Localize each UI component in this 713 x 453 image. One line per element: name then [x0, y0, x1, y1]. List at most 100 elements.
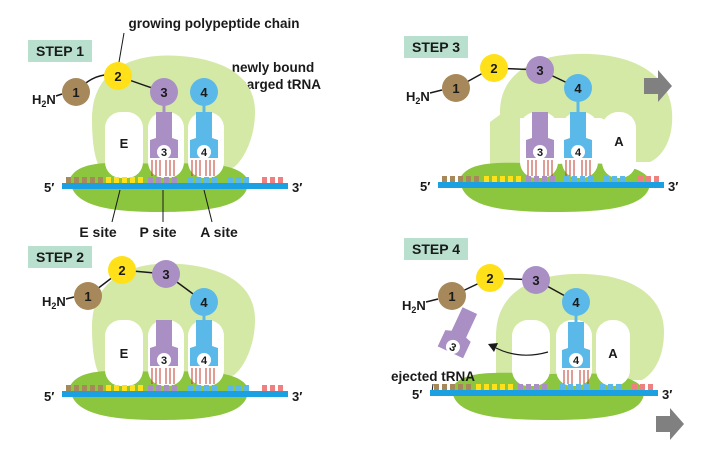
- a-site-letter: A: [614, 134, 624, 149]
- mrna-five-prime: 5′: [44, 389, 54, 404]
- codon-pairing-lines: [563, 370, 589, 384]
- amino-acid-3-number: 3: [532, 273, 539, 288]
- amino-acid-4: [190, 288, 218, 316]
- amino-acid-1-number: 1: [84, 289, 91, 304]
- step4-label: STEP 4: [412, 241, 460, 257]
- nterm-bond: [55, 93, 63, 97]
- peptide-bonds: [87, 269, 205, 303]
- step2-box: [28, 246, 92, 268]
- codon-pairing-lines: [527, 160, 591, 176]
- amino-terminus: H2N: [32, 92, 56, 109]
- amino-acid-2: [480, 54, 508, 82]
- a-site-pointer: [203, 189, 213, 223]
- mrna-strand: [438, 182, 664, 188]
- amino-terminus: H2N: [42, 294, 66, 311]
- e-site-pocket: [512, 320, 550, 386]
- e-trna-badge: [533, 145, 547, 159]
- p-site-label: P site: [139, 224, 176, 240]
- amino-acid-2: [104, 62, 132, 90]
- p-site-trna: [564, 112, 592, 158]
- amino-acid-2: [108, 256, 136, 284]
- p-site-trna: [150, 112, 178, 158]
- a-site-pocket: [596, 320, 630, 386]
- e-site-pocket: [105, 112, 143, 178]
- newly-bound-label-2: charged tRNA: [231, 77, 321, 92]
- mrna-three-prime: 3′: [662, 387, 672, 402]
- step2-label: STEP 2: [36, 249, 84, 265]
- translocation-arrow-icon: [644, 70, 672, 102]
- a-site-letter: A: [608, 346, 618, 361]
- a-trna-number: 4: [201, 355, 208, 367]
- newly-bound-label-1: newly bound: [232, 60, 315, 75]
- p-trna-number: 4: [573, 355, 580, 367]
- mrna-codons: [66, 177, 283, 183]
- mrna-codons: [66, 385, 283, 391]
- e-trna-number: 3: [537, 147, 543, 159]
- mrna-codons: [434, 384, 653, 390]
- step3-label: STEP 3: [412, 39, 460, 55]
- mrna-five-prime: 5′: [412, 387, 422, 402]
- amino-acid-4: [562, 288, 590, 316]
- mrna-three-prime: 3′: [292, 180, 302, 195]
- p-trna-badge: [157, 353, 171, 367]
- p-trna-number: 3: [161, 147, 167, 159]
- codon-pairing-lines: [151, 160, 215, 176]
- amino-acid-2-number: 2: [490, 61, 497, 76]
- amino-acid-4: [190, 78, 218, 106]
- codon-pairing-lines: [151, 368, 215, 384]
- amino-acid-4-number: 4: [572, 295, 580, 310]
- amino-acid-2-number: 2: [114, 69, 121, 84]
- amino-acid-3: [150, 78, 178, 106]
- mrna-codons: [442, 176, 659, 182]
- ejected-trna: 3: [437, 307, 478, 359]
- growing-chain-label: growing polypeptide chain: [128, 16, 299, 31]
- a-trna-number: 4: [201, 147, 208, 159]
- a-trna-badge: [197, 145, 211, 159]
- amino-acid-3-number: 3: [536, 63, 543, 78]
- e-site-label: E site: [79, 224, 117, 240]
- amino-acid-2-number: 2: [486, 271, 493, 286]
- step3-panel: STEP 3 A 3 4 5′ 3: [404, 36, 678, 212]
- mrna-three-prime: 3′: [668, 179, 678, 194]
- step4-panel: STEP 4 A 4 3 ejected tRNA: [391, 238, 684, 440]
- amino-acid-3: [522, 266, 550, 294]
- e-site-letter: E: [120, 136, 129, 151]
- amino-acid-1-number: 1: [72, 85, 79, 100]
- p-site-trna: [150, 320, 178, 366]
- ribosome-large-subunit-left: [490, 100, 520, 168]
- a-site-empty: [602, 112, 636, 178]
- e-site-trna: [526, 112, 554, 158]
- amino-acid-4-number: 4: [200, 295, 208, 310]
- mrna-five-prime: 5′: [420, 179, 430, 194]
- ejected-trna-number: 3: [447, 341, 458, 354]
- ejected-trna-label: ejected tRNA: [391, 369, 475, 384]
- p-trna-badge: [569, 353, 583, 367]
- amino-terminus: H2N: [406, 89, 430, 106]
- mrna-strand: [62, 183, 288, 189]
- amino-acid-1-number: 1: [448, 289, 455, 304]
- e-site-letter: E: [120, 346, 129, 361]
- amino-acid-3: [526, 56, 554, 84]
- amino-acid-1-number: 1: [452, 81, 459, 96]
- mrna-three-prime: 3′: [292, 389, 302, 404]
- mrna-five-prime: 5′: [44, 180, 54, 195]
- p-site-trna: [562, 322, 590, 368]
- peptide-bonds: [455, 67, 579, 89]
- peptide-bonds: [451, 277, 577, 303]
- amino-acid-4-number: 4: [574, 81, 582, 96]
- amino-acid-3-number: 3: [162, 267, 169, 282]
- p-trna-number: 3: [161, 355, 167, 367]
- step1-panel: STEP 1 growing polypeptide chain newly b…: [28, 16, 321, 240]
- step4-box: [404, 238, 468, 260]
- a-site-label: A site: [200, 224, 238, 240]
- e-site-pointer: [111, 189, 121, 223]
- amino-acid-3-number: 3: [160, 85, 167, 100]
- nterm-bond: [429, 89, 443, 94]
- p-trna-badge: [157, 145, 171, 159]
- amino-acid-2: [476, 264, 504, 292]
- step1-label: STEP 1: [36, 43, 84, 59]
- translocation-arrow-icon: [656, 408, 684, 440]
- e-site-pocket: [105, 320, 143, 386]
